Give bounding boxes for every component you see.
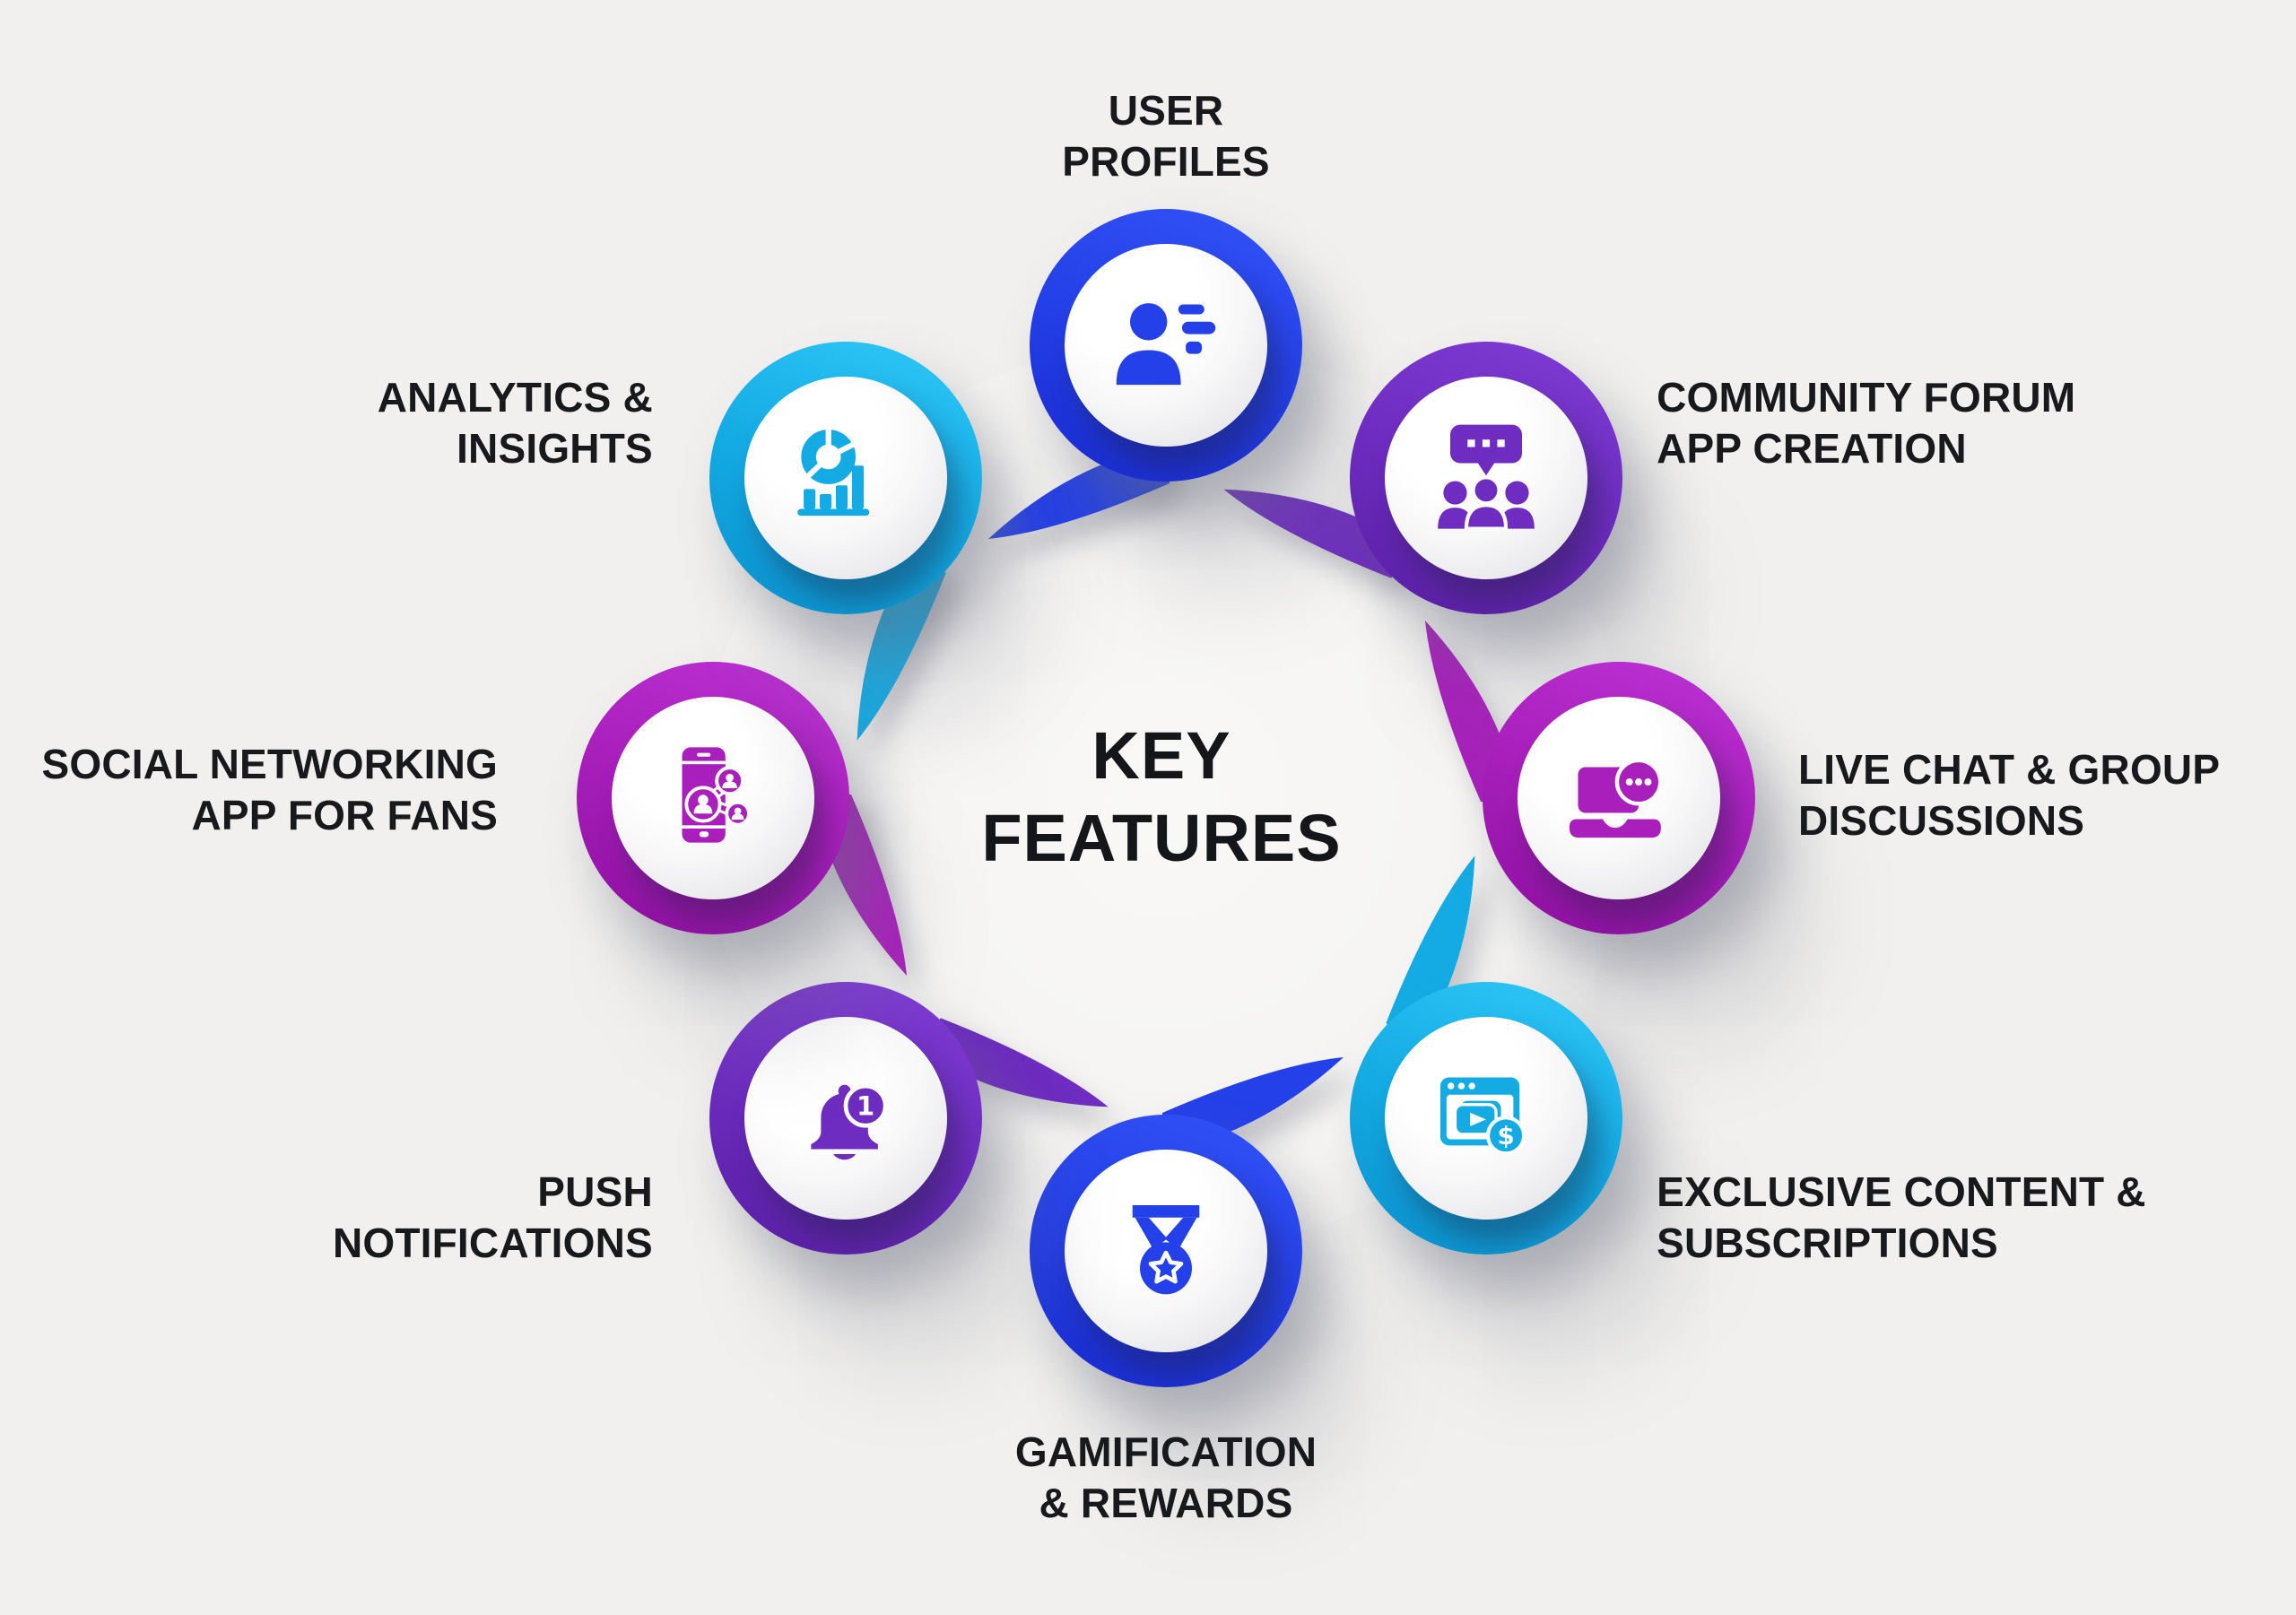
feature-label-line: PROFILES — [1062, 138, 1270, 185]
feature-label-line: LIVE CHAT & GROUP — [1798, 746, 2221, 793]
feature-circle: $ — [1385, 1017, 1588, 1220]
center-title-line2: FEATURES — [981, 801, 1342, 875]
feature-label-line: NOTIFICATIONS — [332, 1220, 653, 1267]
feature-label-line: USER — [1108, 87, 1224, 134]
feature-circle: 1 — [744, 1017, 947, 1220]
feature-ring — [1350, 341, 1623, 614]
feature-ring — [1030, 209, 1302, 482]
feature-ring — [577, 662, 849, 934]
feature-label-social-networking-app-for-fans: SOCIAL NETWORKING APP FOR FANS — [0, 739, 498, 841]
swoosh-push-notifications — [914, 1018, 1109, 1107]
feature-label-line: SOCIAL NETWORKING — [41, 741, 498, 787]
feature-label-line: & REWARDS — [1039, 1480, 1293, 1526]
community-forum-icon — [1424, 416, 1548, 540]
feature-circle — [744, 376, 947, 579]
feature-label-analytics-insights: ANALYTICS &INSIGHTS — [79, 372, 653, 474]
feature-label-line: INSIGHTS — [457, 424, 653, 472]
push-notification-icon: 1 — [784, 1056, 908, 1180]
feature-label-line: APP FOR FANS — [191, 792, 498, 838]
svg-text:$: $ — [1498, 1121, 1515, 1150]
feature-label-line: ANALYTICS & — [377, 373, 653, 421]
feature-label-line: APP CREATION — [1657, 424, 1967, 472]
feature-label-line: COMMUNITY FORUM — [1657, 373, 2076, 421]
feature-label-gamification-rewards: GAMIFICATION & REWARDS — [879, 1427, 1453, 1529]
feature-ring — [1483, 662, 1755, 934]
exclusive-content-icon: $ — [1424, 1056, 1548, 1180]
gamification-icon — [1104, 1189, 1228, 1313]
feature-label-line: EXCLUSIVE CONTENT & — [1657, 1168, 2146, 1216]
feature-circle — [1065, 1150, 1267, 1352]
center-title-line1: KEY — [1091, 718, 1231, 793]
user-profile-icon — [1104, 283, 1228, 407]
swoosh-analytics-insights — [857, 546, 946, 741]
feature-node-gamification-rewards — [1030, 1115, 1302, 1387]
feature-circle — [612, 697, 814, 899]
feature-circle — [1065, 244, 1267, 447]
feature-label-line: GAMIFICATION — [1014, 1428, 1318, 1475]
feature-node-user-profiles — [1030, 209, 1302, 482]
feature-node-live-chat-group-discussions — [1483, 662, 1755, 934]
swoosh-exclusive-content-subscriptions — [1386, 855, 1475, 1050]
svg-text:1: 1 — [857, 1091, 874, 1122]
feature-label-line: PUSH — [537, 1168, 653, 1216]
feature-node-exclusive-content-subscriptions: $ — [1350, 982, 1623, 1255]
feature-node-community-forum-app-creation — [1350, 341, 1623, 614]
swoosh-community-forum-app-creation — [1223, 489, 1418, 578]
social-network-icon — [651, 736, 775, 860]
feature-node-social-networking-app-for-fans — [577, 662, 849, 934]
feature-circle — [1385, 376, 1588, 579]
feature-circle — [1518, 697, 1720, 899]
feature-node-analytics-insights — [709, 341, 982, 614]
feature-label-exclusive-content-subscriptions: EXCLUSIVE CONTENT &SUBSCRIPTIONS — [1657, 1167, 2231, 1269]
live-chat-icon — [1557, 736, 1681, 860]
feature-label-line: SUBSCRIPTIONS — [1657, 1220, 1998, 1267]
feature-ring — [709, 341, 982, 614]
analytics-icon — [784, 416, 908, 540]
feature-ring — [1030, 1115, 1302, 1387]
feature-ring: $ — [1350, 982, 1623, 1255]
feature-label-line: DISCUSSIONS — [1798, 797, 2085, 844]
center-title: KEY FEATURES — [848, 715, 1475, 880]
feature-ring: 1 — [709, 982, 982, 1255]
feature-node-push-notifications: 1 — [709, 982, 982, 1255]
